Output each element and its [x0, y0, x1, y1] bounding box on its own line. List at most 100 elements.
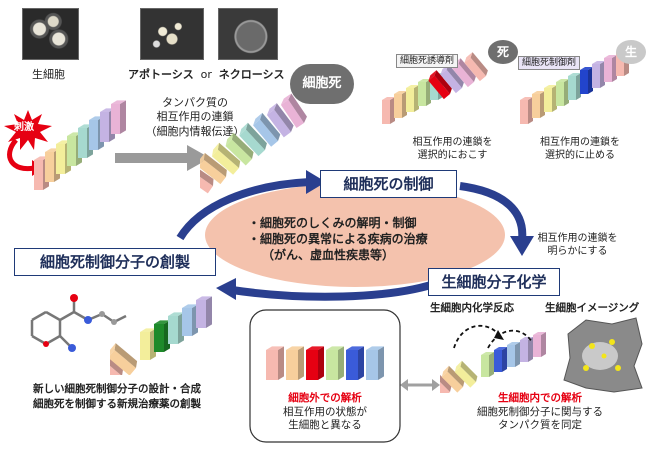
cell-death-bubble-label: 細胞死: [302, 76, 342, 91]
dom3-domino-3: [418, 79, 431, 106]
cascade-caption-line1: タンパク質の: [162, 96, 228, 109]
death-bubble-label: 死: [496, 45, 509, 59]
cascade-caption: タンパク質の 相互作用の連鎖 （細胞内情報伝達）: [135, 96, 255, 139]
apoptosis-micrograph: [140, 8, 204, 60]
center-point-1: ・細胞死のしくみの解明・制御: [248, 216, 417, 230]
dom4-domino-5: [580, 67, 593, 94]
live-cell-chemistry-box: 生細胞分子化学: [428, 268, 560, 296]
dom3-domino-5: [428, 70, 452, 100]
dom4-domino-0: [520, 97, 533, 124]
dom5-domino-6: [196, 296, 212, 328]
compare-double-arrow: [400, 379, 440, 391]
cell-death-control-box: 細胞死の制御: [320, 170, 457, 198]
dom4-domino-4: [568, 73, 581, 100]
apoptosis-label: アポトーシス: [128, 68, 194, 81]
death-inducer-tag: 細胞死誘導剤: [396, 54, 459, 68]
life-bubble-label: 生: [624, 45, 637, 59]
life-caption: 相互作用の連鎖を 選択的に止める: [530, 136, 630, 162]
dom6-domino-0: [266, 346, 284, 380]
dom2-domino-7: [280, 93, 307, 129]
center-point-3: （がん、虚血性疾患等）: [262, 248, 395, 262]
dom3-domino-2: [406, 85, 419, 112]
clarify-caption-line2: 明らかにする: [547, 246, 608, 257]
molecule-creation-box: 細胞死制御分子の創製: [14, 248, 216, 276]
design-caption-line2: 細胞死を制御する新規治療薬の創製: [33, 398, 201, 410]
dom6-domino-5: [366, 346, 384, 380]
death-suppressor-tag: 細胞死制御剤: [518, 56, 581, 70]
necrosis-micrograph: [218, 8, 278, 60]
dom4-domino-6: [592, 61, 605, 88]
cell-death-bubble: 細胞死: [290, 64, 354, 104]
death-bubble: 死: [488, 40, 518, 64]
dom7-domino-7: [533, 332, 546, 357]
dom4-domino-2: [544, 85, 557, 112]
or-label: or: [200, 68, 212, 81]
life-bubble: 生: [616, 40, 646, 64]
dom7-domino-5: [507, 342, 520, 367]
inside-heading: 生細胞内での解析: [498, 392, 582, 404]
death-caption-line1: 相互作用の連鎖を: [412, 137, 493, 148]
dom3-domino-0: [382, 97, 395, 124]
dom4-domino-1: [532, 91, 545, 118]
center-points: ・細胞死のしくみの解明・制御 ・細胞死の異常による疾病の治療 （がん、虚血性疾患…: [248, 215, 428, 263]
domino-row-controlled: [110, 296, 212, 375]
live-cell-micrograph: [22, 8, 79, 60]
inside-panel-text: 生細胞内での解析 細胞死制御分子に関与する タンパク質を同定: [440, 392, 640, 433]
dom6-domino-3: [326, 346, 344, 380]
reaction-label: 生細胞内化学反応: [430, 302, 514, 314]
necrosis-label: ネクローシス: [218, 68, 285, 81]
dom4-domino-7: [604, 55, 617, 82]
reaction-dashed-arrows: [453, 324, 533, 349]
dom7-domino-1: [441, 365, 465, 393]
dom5-domino-4: [168, 312, 184, 344]
dom2-domino-1: [200, 152, 227, 185]
clarify-caption-line1: 相互作用の連鎖を: [537, 233, 618, 244]
inside-caption-line1: 細胞死制御分子に関与する: [477, 405, 603, 418]
dom6-domino-4: [346, 346, 364, 380]
dom3-domino-1: [394, 91, 407, 118]
dom5-domino-0: [110, 351, 124, 375]
dom6-domino-1: [286, 346, 304, 380]
dom3-domino-8: [464, 52, 488, 82]
death-caption-line2: 選択的におこす: [417, 150, 488, 161]
cascade-arrow: [115, 145, 210, 171]
domino-row-upright: [34, 100, 126, 190]
dom7-domino-2: [454, 360, 478, 388]
clarify-caption: 相互作用の連鎖を 明らかにする: [530, 232, 625, 258]
dom1-domino-7: [111, 100, 126, 134]
cascade-caption-line3: （細胞内情報伝達）: [145, 124, 245, 138]
stimulus-burst-icon: [4, 110, 52, 150]
center-point-2: ・細胞死の異常による疾病の治療: [248, 232, 428, 246]
dom6-domino-2: [306, 346, 324, 380]
dom7-domino-3: [481, 352, 494, 377]
live-cell-label: 生細胞: [32, 68, 65, 81]
molecule-structure-icon: [30, 294, 127, 352]
outside-panel-text: 細胞外での解析 相互作用の状態が 生細胞と異なる: [252, 392, 398, 433]
life-caption-line2: 選択的に止める: [545, 150, 615, 161]
death-caption: 相互作用の連鎖を 選択的におこす: [405, 136, 500, 162]
dom2-domino-0: [200, 162, 214, 194]
imaging-label: 生細胞イメージング: [545, 302, 640, 314]
inside-caption-line2: タンパク質を同定: [498, 419, 582, 432]
dom2-domino-4: [239, 122, 267, 157]
dom7-domino-4: [494, 347, 507, 372]
dom5-domino-2: [140, 328, 156, 360]
stimulus-label: 刺激: [14, 122, 34, 133]
domino-row-falling: [200, 93, 307, 194]
dom4-domino-3: [556, 79, 569, 106]
design-caption: 新しい細胞死制御分子の設計・合成 細胞死を制御する新規治療薬の創製: [2, 382, 232, 412]
cascade-caption-line2: 相互作用の連鎖: [156, 110, 234, 124]
apoptosis-necrosis-label: アポトーシス or ネクローシス: [128, 68, 285, 82]
domino-row-inside: [440, 332, 546, 393]
dom5-domino-1: [110, 343, 138, 375]
outside-caption-line1: 相互作用の状態が: [283, 405, 367, 418]
life-caption-line1: 相互作用の連鎖を: [540, 137, 620, 148]
outside-heading: 細胞外での解析: [288, 392, 362, 404]
cell-imaging-icon: [563, 317, 643, 393]
design-caption-line1: 新しい細胞死制御分子の設計・合成: [33, 383, 201, 395]
dom2-domino-3: [225, 132, 254, 166]
dom2-domino-6: [266, 103, 294, 138]
domino-cluster-outside: [266, 346, 384, 380]
dom7-domino-0: [440, 370, 452, 393]
